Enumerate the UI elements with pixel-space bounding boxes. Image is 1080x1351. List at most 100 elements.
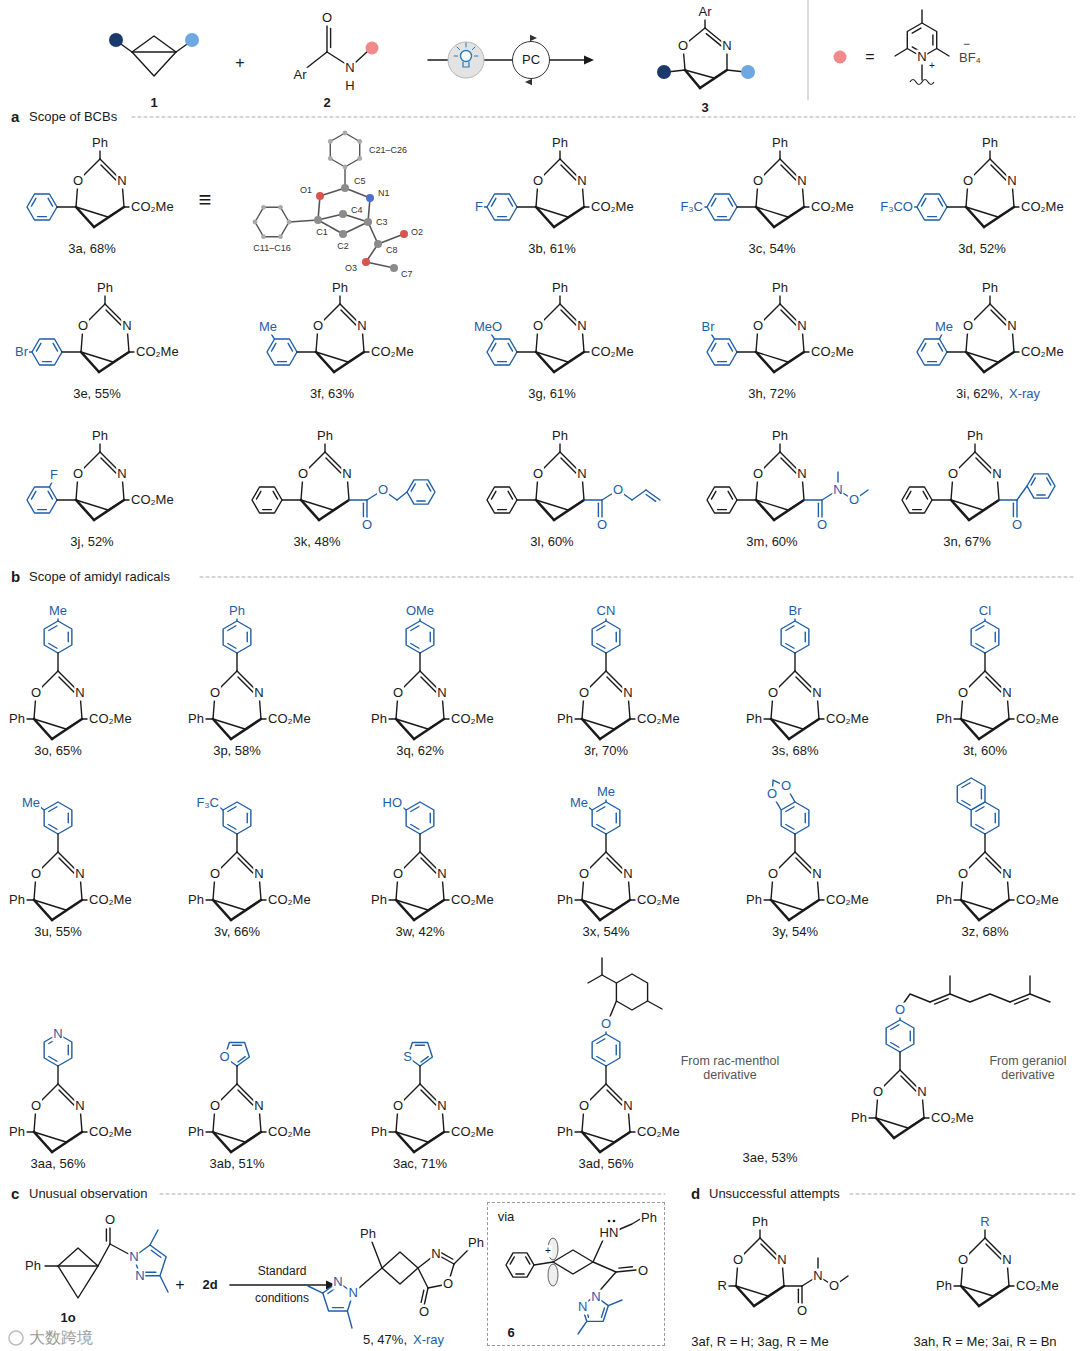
atom-label: Ph [551,429,569,444]
atom-label: N [1006,174,1017,189]
atom-label: Ph [771,281,789,296]
atom-label: O [732,1253,744,1268]
ring-bond [910,1031,911,1040]
ring-bond [498,361,507,362]
atom-label: N [796,174,807,189]
atom-label: Cl [978,604,992,619]
bond-line [236,1066,237,1084]
xray-atom [261,205,266,210]
ring-bond [27,487,57,513]
xray-note: X-ray [412,1333,445,1348]
ring-bond [43,361,52,362]
compound-label: 3k, 48% [293,535,342,550]
ring-bond [707,339,737,365]
atom-label: O [392,867,404,882]
xray-atom-label: C21–C26 [368,145,408,155]
ring-bond [707,487,737,513]
bond-line [554,352,584,372]
counterion: BF₄ [958,51,982,66]
bond-line [98,1244,110,1266]
bond-line [961,1286,993,1296]
ring-bond [912,28,921,33]
bond-line [788,207,804,217]
atom-label: O [361,518,373,533]
compound-label: 3g, 61% [527,387,577,402]
bond-line [608,1300,622,1306]
ring-bond [411,484,415,491]
atom-label: CO₂Me [636,712,681,727]
atom-label: CO₂Me [450,712,495,727]
atom-label: CO₂Me [130,493,175,508]
atom-label: Ph [8,712,26,727]
ring-bond [223,802,251,834]
atom-label: O [297,467,309,482]
compound-label: 3ad, 56% [578,1157,635,1172]
atom-label: Me [596,785,616,800]
bond-line [584,351,589,352]
atom-label: Me [569,796,589,811]
bond-line [363,503,364,517]
bond-line [534,1262,553,1265]
ring-bond [781,802,809,834]
bond-line [789,900,819,920]
ring-bond [411,626,419,631]
ring-bond [406,621,434,653]
ring-bond [332,1307,343,1308]
atom-label: Ph [771,136,789,151]
bond-line [421,1290,424,1302]
bond-line [768,1286,784,1296]
bond-line [895,49,907,57]
ring-bond [491,343,495,351]
substituent-dot [657,65,671,79]
xray-atom [400,230,408,238]
ring-bond [921,198,925,206]
atom-label: N [121,319,132,334]
ring-bond [53,343,57,351]
atom-label: N [776,1253,787,1268]
ring-bond [508,198,512,206]
atom-label: N [916,1085,927,1100]
bond-line [245,1132,261,1142]
atom-label: N [74,1099,85,1114]
bond-line [588,975,602,983]
atom-label: O [767,686,779,701]
ring-bond [44,621,72,653]
atom-label: O [957,867,969,882]
atom-label: N [1001,867,1012,882]
bond-line [419,834,420,852]
bond-line [66,1132,82,1142]
panel-letter: c [10,1185,20,1202]
bond-line [714,70,727,78]
xray-atom [364,218,372,226]
compound-label: 3f, 63% [309,387,355,402]
atom-label: N [1001,1253,1012,1268]
bond-line [27,718,34,719]
bond-line [424,1288,428,1306]
bond-line [706,34,721,46]
atom-label: O [321,11,333,26]
xray-atom-label: C3 [375,217,389,227]
watermark-logo [9,1331,23,1345]
bond-line [297,351,316,352]
ring-bond [995,813,996,822]
bond-line [998,207,1014,217]
ring-bond [487,487,517,513]
light-ray [454,56,458,57]
atom-label: F₃CO [879,200,914,215]
node-text: + [544,1245,552,1257]
bond-line [428,719,444,729]
panel-divider [160,1194,665,1195]
atom-label: O [392,1099,404,1114]
atom-label: O [962,174,974,189]
bond-line [34,900,66,910]
atom-label: Me [258,320,278,335]
ring-bond [906,491,910,499]
atom-label: O [752,319,764,334]
compound-label: 3m, 60% [745,535,798,550]
bond-line [59,677,74,692]
ring-bond [938,343,942,351]
ring-bond [1047,478,1051,485]
atom-label: Ph [551,281,569,296]
xray-atom [343,131,348,136]
bond-line [789,719,819,739]
